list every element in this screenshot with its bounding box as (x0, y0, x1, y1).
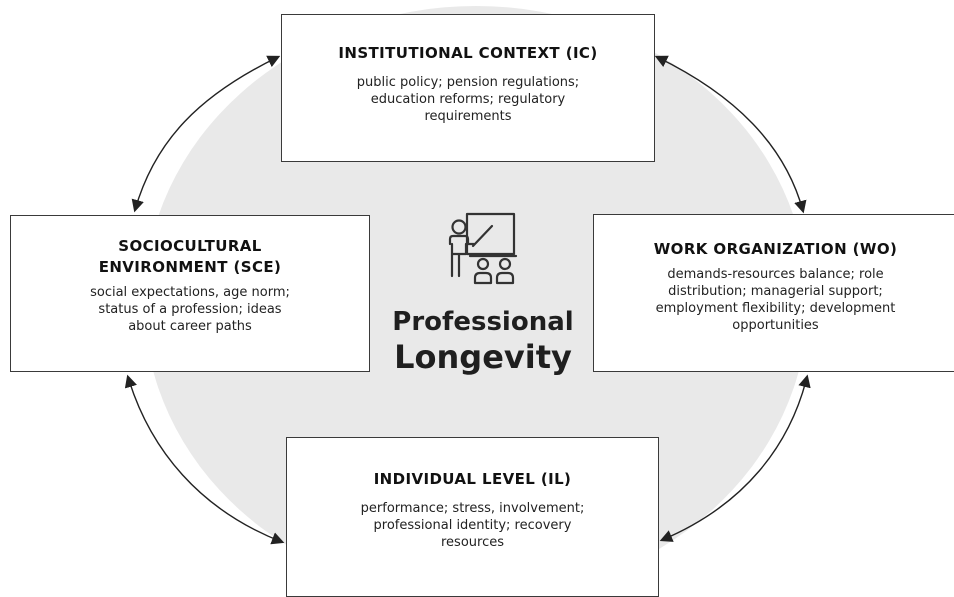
arrow-ic-sce (131, 55, 281, 213)
arrow-sce-il (124, 374, 285, 545)
work-organization-line: demands-resources balance; role (667, 267, 884, 282)
work-organization-line: distribution; managerial support; (668, 284, 883, 299)
individual-level-line: resources (440, 535, 504, 550)
sociocultural-environment-box: SOCIOCULTURAL ENVIRONMENT (SCE) social e… (10, 215, 370, 372)
center-title-professional: Professional (392, 307, 574, 337)
work-organization-box: WORK ORGANIZATION (WO) demands-resources… (593, 214, 954, 372)
individual-level-description: performance; stress, involvement; profes… (299, 500, 646, 551)
sociocultural-environment-description: social expectations, age norm; status of… (23, 284, 357, 335)
individual-level-box: INDIVIDUAL LEVEL (IL) performance; stres… (286, 437, 659, 597)
teacher-presenting-icon (448, 212, 518, 285)
institutional-context-line: education reforms; regulatory (370, 92, 566, 107)
sociocultural-environment-title-line: ENVIRONMENT (SCE) (98, 258, 282, 276)
work-organization-title: WORK ORGANIZATION (WO) (653, 240, 898, 258)
institutional-context-description: public policy; pension regulations; educ… (294, 74, 642, 125)
sociocultural-environment-line: social expectations, age norm; (90, 285, 290, 300)
center-title-longevity: Longevity (394, 338, 572, 376)
arrow-ic-wo (654, 55, 807, 214)
institutional-context-line: requirements (424, 109, 512, 124)
sociocultural-environment-title: SOCIOCULTURAL ENVIRONMENT (SCE) (23, 236, 357, 278)
sociocultural-environment-line: status of a profession; ideas (98, 302, 282, 317)
institutional-context-title: INSTITUTIONAL CONTEXT (IC) (338, 44, 598, 62)
individual-level-line: performance; stress, involvement; (360, 501, 585, 516)
sociocultural-environment-title-line: SOCIOCULTURAL (118, 237, 262, 255)
institutional-context-box: INSTITUTIONAL CONTEXT (IC) public policy… (281, 14, 655, 162)
individual-level-title: INDIVIDUAL LEVEL (IL) (373, 470, 572, 488)
work-organization-line: opportunities (732, 318, 819, 333)
institutional-context-line: public policy; pension regulations; (356, 75, 580, 90)
work-organization-description: demands-resources balance; role distribu… (606, 266, 945, 334)
arrow-wo-il (659, 374, 811, 542)
work-organization-line: employment flexibility; development (655, 301, 896, 316)
individual-level-line: professional identity; recovery (373, 518, 572, 533)
sociocultural-environment-line: about career paths (128, 319, 252, 334)
